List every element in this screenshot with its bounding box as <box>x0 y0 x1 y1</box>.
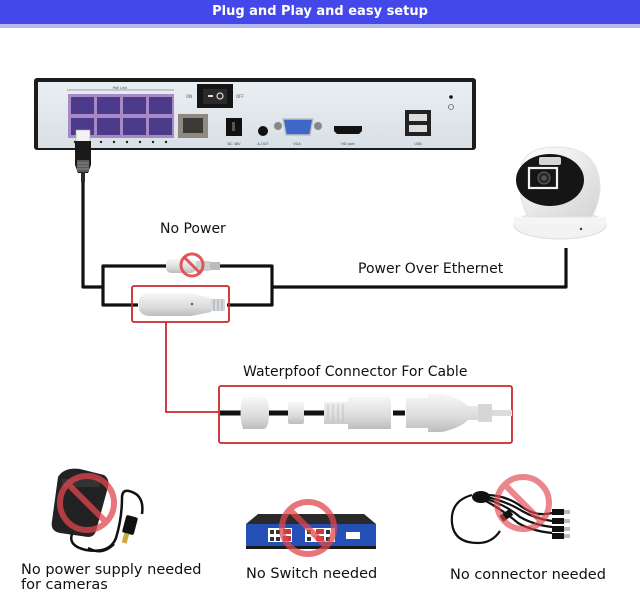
sealing-nut <box>240 397 269 429</box>
prohibit-icon <box>57 473 117 533</box>
dome-camera <box>513 146 607 240</box>
nvr-device: ON OFF DC 48V A-OUT VGA HD port USB PoE … <box>34 78 476 150</box>
prohibit-icon <box>279 499 337 557</box>
no-power-supply-label-line1: No power supply needed <box>21 562 202 578</box>
poe-connector-highlight <box>131 285 230 323</box>
hdmi-label: HD port <box>341 142 355 146</box>
banner-title: Plug and Play and easy setup <box>0 0 640 24</box>
aout-label: A-OUT <box>257 142 269 146</box>
hdmi-port <box>334 126 362 134</box>
poe-header-label: PoE Link <box>113 86 129 90</box>
no-switch-label: No Switch needed <box>246 566 378 582</box>
switch-off-label: OFF <box>236 94 244 99</box>
connector-plug <box>406 394 480 432</box>
ethernet-cable <box>81 182 568 307</box>
vga-label: VGA <box>293 142 301 146</box>
dc-label: DC 48V <box>227 142 241 146</box>
audio-out-port <box>258 126 268 136</box>
usb-label: USB <box>414 142 422 146</box>
switch-on-label: ON <box>186 94 192 99</box>
connector-housing <box>324 397 391 429</box>
leader-line <box>165 322 219 413</box>
vga-port <box>274 118 322 136</box>
no-power-label: No Power <box>160 221 226 237</box>
rubber-seal <box>288 402 304 424</box>
poe-port-block <box>67 89 174 144</box>
splitter-hub <box>472 491 570 539</box>
usb-ports <box>405 110 431 136</box>
no-power-supply-label-line2: for cameras <box>21 577 108 593</box>
poe-connector <box>139 293 225 316</box>
prohibit-icon <box>179 252 205 278</box>
waterproof-connector <box>220 394 512 432</box>
waterproof-label: Waterpfoof Connector For Cable <box>243 364 468 380</box>
prohibit-icon <box>494 474 552 532</box>
no-connector-label: No connector needed <box>450 567 606 583</box>
banner-underline <box>0 24 640 28</box>
poe-label: Power Over Ethernet <box>358 261 504 277</box>
rj45-plug <box>75 129 91 182</box>
